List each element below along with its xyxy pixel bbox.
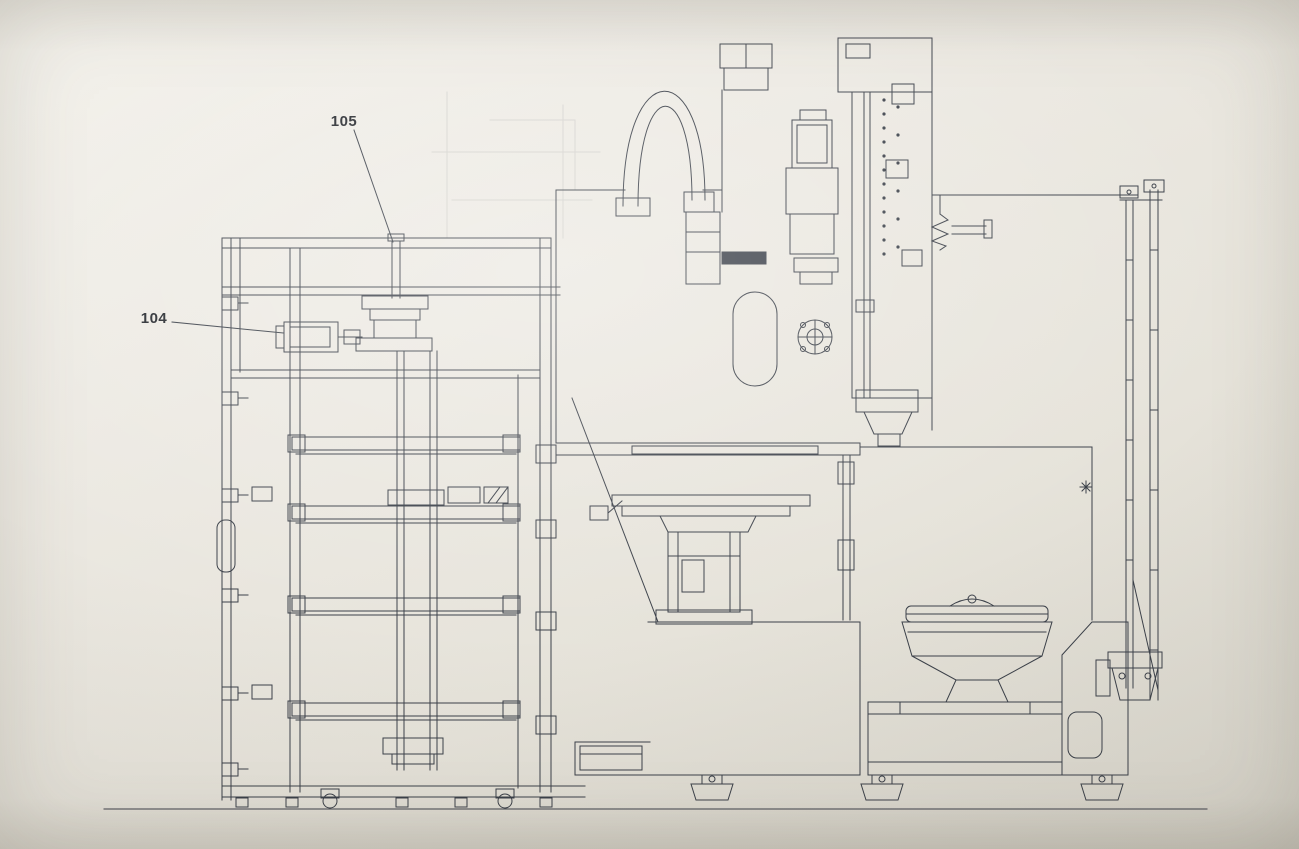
obround-opening: [732, 291, 778, 387]
bearing-flange: [797, 319, 833, 355]
linear-rail: [631, 445, 819, 455]
spindle-nose: [863, 411, 913, 435]
work-table: [589, 494, 811, 625]
leveling-foot: [690, 774, 734, 801]
frame-connector-block: [535, 444, 557, 464]
machine-base: [574, 621, 861, 776]
pallet-shelf: [287, 700, 521, 721]
frame-connector-block: [535, 715, 557, 735]
leveling-foot: [860, 774, 904, 801]
spindle-head: [719, 43, 839, 285]
leader-line-105: [353, 129, 394, 243]
screw-holes: [882, 98, 900, 256]
leader-line-104: [171, 321, 284, 334]
cable-conduit-arc: [615, 90, 715, 217]
wall-brackets: [221, 296, 273, 777]
frame-connector-block: [535, 611, 557, 631]
callouts: 105 104: [141, 113, 394, 334]
spring-detail: [930, 194, 1139, 251]
vertical-guides: [382, 350, 509, 771]
callout-label-105: 105: [331, 113, 358, 130]
side-handle: [216, 519, 236, 573]
reference-frame: [859, 446, 1093, 621]
tilting-rotary-table: [867, 594, 1063, 776]
pallet-shelf: [287, 503, 521, 524]
pallet-stocker: [216, 233, 586, 809]
paper-show-through: [431, 91, 601, 239]
pallet-shelf: [287, 595, 521, 616]
frame-connector-block: [535, 519, 557, 539]
tool-changer-bracket: [685, 211, 767, 285]
vertical-guide-rail: [1095, 179, 1165, 701]
top-guide-shaft: [355, 233, 433, 352]
leveling-foot: [1080, 774, 1124, 801]
beam-support: [837, 454, 855, 621]
machining-center: [555, 37, 1139, 776]
pallet-shelf: [287, 434, 521, 455]
machine-column: [837, 37, 933, 447]
drive-motor: [275, 321, 363, 353]
right-base-panel: [1061, 621, 1129, 776]
callout-label-104: 104: [141, 310, 168, 327]
caster-wheels: [235, 788, 553, 809]
drawing-linework: 105 104: [103, 37, 1208, 810]
panel-cutout: [1067, 711, 1103, 759]
